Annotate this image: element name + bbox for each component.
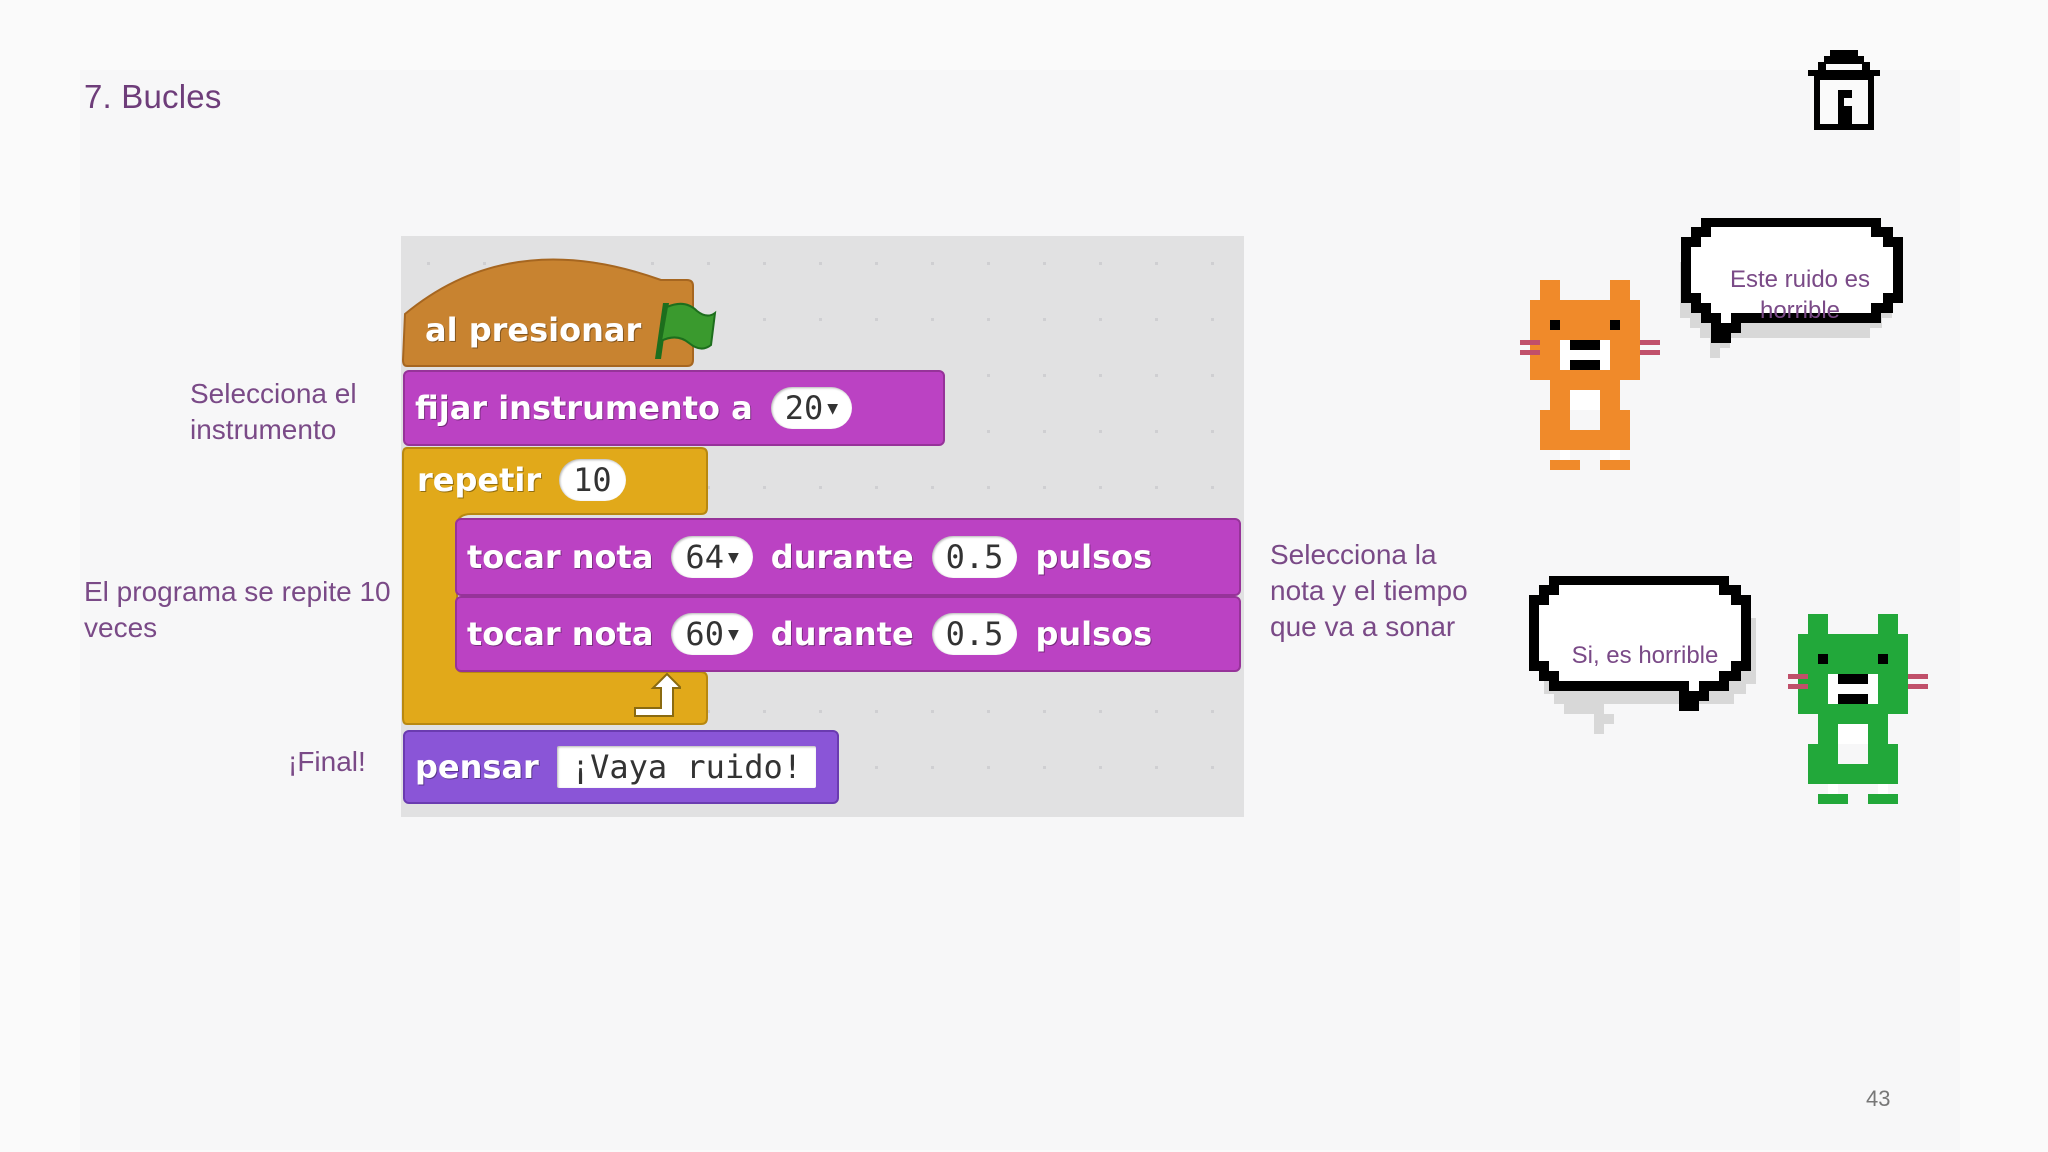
note-note-time: Selecciona la nota y el tiempo que va a … <box>1270 539 1468 642</box>
note-dropdown-2[interactable]: 60▼ <box>671 613 753 655</box>
speech-bubble-orange <box>1680 218 1903 358</box>
bubble-text-orange: Este ruido es horrible <box>1729 266 1871 324</box>
play-note-label: tocar nota <box>467 615 654 653</box>
note-final: ¡Final! <box>288 746 366 777</box>
page-number: 43 <box>1866 1086 1891 1111</box>
page-title: 7. Bucles <box>84 78 222 115</box>
play-note-block-2[interactable]: tocar nota 60▼ durante 0.5 pulsos <box>455 596 1241 672</box>
orange-cat-sprite <box>1520 280 1660 470</box>
dropdown-arrow-icon: ▼ <box>727 546 739 568</box>
instrument-value: 20 <box>784 389 824 427</box>
repeat-label: repetir <box>417 461 542 499</box>
repeat-count-input[interactable]: 10 <box>559 459 626 501</box>
note-value-2: 60 <box>685 615 724 653</box>
repeat-c-shape <box>402 447 708 725</box>
play-note-block-1[interactable]: tocar nota 64▼ durante 0.5 pulsos <box>455 518 1241 596</box>
note-value-1: 64 <box>685 538 724 576</box>
beats-input-1[interactable]: 0.5 <box>931 536 1018 578</box>
think-text-input[interactable]: ¡Vaya ruido! <box>556 746 816 788</box>
set-instrument-block[interactable]: fijar instrumento a 20▼ <box>403 370 945 446</box>
durante-label: durante <box>770 615 914 653</box>
green-cat-sprite <box>1788 614 1928 804</box>
pulsos-label: pulsos <box>1035 538 1153 576</box>
repeat-block[interactable]: repetir 10 <box>407 450 634 510</box>
scratch-script-area: al presionar fijar instrumento a 20▼ rep… <box>401 236 1244 817</box>
durante-label: durante <box>770 538 914 576</box>
green-flag-icon <box>655 302 717 359</box>
play-note-label: tocar nota <box>467 538 654 576</box>
note-instrument: Selecciona el instrumento <box>190 378 357 445</box>
think-block[interactable]: pensar ¡Vaya ruido! <box>403 730 839 804</box>
hat-block-shape <box>401 258 694 367</box>
bubble-text-green: Si, es horrible <box>1571 642 1719 669</box>
hat-block-when-flag-clicked[interactable]: al presionar <box>415 300 717 360</box>
note-dropdown-1[interactable]: 64▼ <box>671 536 753 578</box>
dropdown-arrow-icon: ▼ <box>827 397 839 419</box>
speech-bubble-green <box>1529 576 1756 734</box>
pulsos-label: pulsos <box>1035 615 1153 653</box>
set-instrument-label: fijar instrumento a <box>415 389 753 427</box>
instrument-dropdown[interactable]: 20▼ <box>770 387 853 429</box>
home-icon[interactable] <box>1804 46 1884 134</box>
dropdown-arrow-icon: ▼ <box>727 623 739 645</box>
beats-input-2[interactable]: 0.5 <box>931 613 1018 655</box>
note-repeat: El programa se repite 10 veces <box>84 576 391 643</box>
loop-arrow-icon <box>634 672 681 717</box>
hat-label: al presionar <box>425 311 642 349</box>
think-label: pensar <box>415 748 539 786</box>
